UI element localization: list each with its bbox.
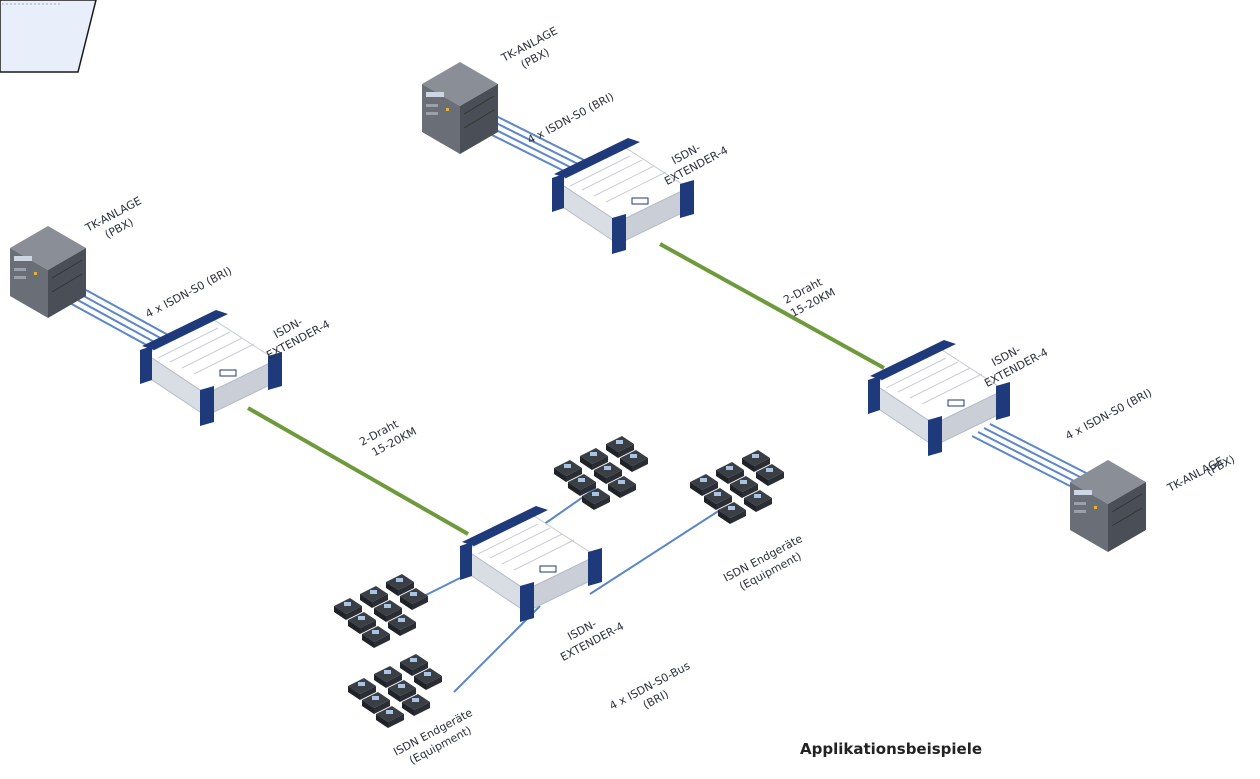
svg-text:4 x ISDN-S0 (BRI): 4 x ISDN-S0 (BRI) [525,90,616,146]
corner-panel [0,0,97,73]
phones-cluster-right [690,450,784,524]
two-wire-line-right [659,242,885,370]
label-pbx-top: TK-ANLAGE (PBX) [498,24,559,71]
phones-cluster-bottom [348,654,442,728]
pbx-right [1069,459,1147,553]
label-extender-top: ISDN- EXTENDER-4 [662,141,730,188]
isdn-extender-left [139,309,283,427]
isdn-extender-center [459,505,603,623]
label-endgeraete-bottom: ISDN Endgeräte (Equipment) [391,706,474,767]
pbx-bri-lines-left [67,289,171,349]
label-extender-left: ISDN- EXTENDER-4 [264,315,332,362]
pbx-top [421,61,499,155]
label-bus-bri: 4 x ISDN-S0-Bus (BRI) [607,659,692,712]
label-bri-top: 4 x ISDN-S0 (BRI) [525,90,616,146]
two-wire-line-left [247,406,469,536]
svg-text:4 x ISDN-S0 (BRI): 4 x ISDN-S0 (BRI) [1063,386,1154,442]
label-extender-center: ISDN- EXTENDER-4 [558,617,626,664]
label-extender-right: ISDN- EXTENDER-4 [982,343,1050,390]
label-pbx-left: TK-ANLAGE (PBX) [82,194,143,241]
phones-cluster-left [334,574,428,648]
label-pbx-right: TK-ANLAGE (PBX) [1164,453,1237,495]
pbx-bri-lines-top [477,115,585,173]
pbx-left [9,225,87,319]
phones-cluster-top [554,436,648,510]
label-twowire-left: 2-Draht 15-20KM [357,417,418,459]
label-bri-right: 4 x ISDN-S0 (BRI) [1063,386,1154,442]
pbx-bri-lines-right [971,423,1089,487]
label-twowire-right: 2-Draht 15-20KM [781,275,837,320]
diagram-caption: Applikationsbeispiele [800,740,983,758]
label-endgeraete-right: ISDN Endgeräte (Equipment) [721,532,804,593]
